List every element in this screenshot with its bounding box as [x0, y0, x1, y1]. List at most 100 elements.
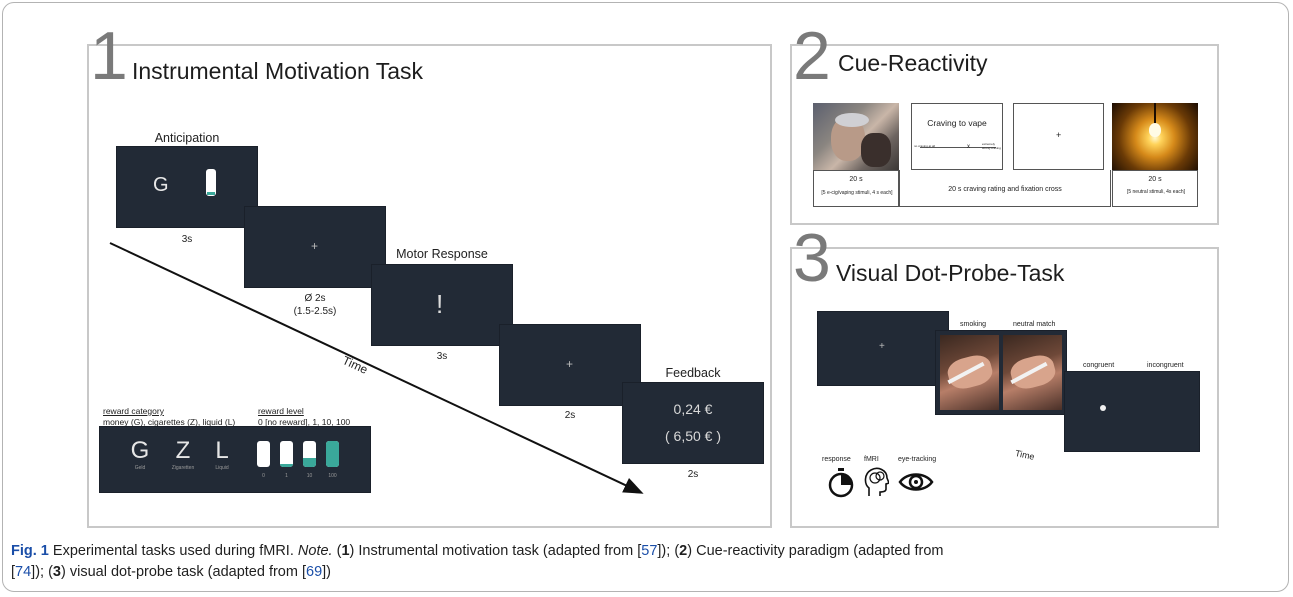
cue-right-duration: 20 s — [1148, 176, 1162, 183]
panel3-title: Visual Dot-Probe-Task — [836, 260, 1065, 286]
dotprobe-stimulus-screen — [936, 331, 1066, 414]
caption-text: ]); ( — [31, 564, 53, 580]
caption-text: ) Instrumental motivation task (adapted … — [349, 543, 642, 559]
craving-rating-title: Craving to vape — [927, 118, 987, 128]
reward-level-10 — [303, 441, 316, 467]
caption-fig-label: Fig. 1 — [11, 543, 49, 559]
reward-level-title: reward level — [258, 406, 304, 416]
cue-mid-bracket: 20 s craving rating and fixation cross — [899, 170, 1111, 207]
stopwatch-icon — [828, 468, 854, 498]
reward-level-label: 0 — [262, 473, 265, 479]
reward-level-fill — [303, 457, 316, 467]
figure-caption: Fig. 1 Experimental tasks used during fM… — [11, 541, 1281, 583]
anticipation-bar — [206, 169, 216, 196]
reward-level-desc: 0 [no reward], 1, 10, 100 — [258, 417, 351, 427]
caption-text: ) visual dot-probe task (adapted from [ — [61, 564, 307, 580]
caption-number: 2 — [679, 543, 688, 559]
caption-text: ( — [332, 543, 342, 559]
reward-level-label: 10 — [306, 473, 313, 479]
cue-left-duration: 20 s — [849, 176, 863, 183]
fixation2-screen: + — [500, 325, 640, 405]
reward-category-desc: money (G), cigarettes (Z), liquid (L) — [103, 417, 236, 427]
craving-scale-marker: x — [967, 144, 970, 150]
feedback-value: 0,24 € — [673, 401, 713, 417]
reward-category-title: reward category — [103, 406, 164, 416]
cue-fixation-cross: + — [1056, 130, 1062, 140]
panel1-title: Instrumental Motivation Task — [132, 58, 424, 84]
reference-link-69[interactable]: 69 — [306, 564, 323, 580]
smoking-photo — [940, 335, 999, 410]
cue-left-duration-box: 20 s [5 e-cig/vaping stimuli, 4 s each] — [813, 170, 899, 207]
response-label: response — [822, 456, 851, 463]
feedback-screen: 0,24 € ( 6,50 € ) — [623, 383, 763, 463]
anticipation-duration: 3s — [181, 234, 193, 245]
reward-level-1 — [280, 441, 293, 467]
fixation-range: (1.5-2.5s) — [293, 306, 337, 317]
caption-text: ]) — [322, 564, 332, 580]
letter-g-sub: Geld — [134, 465, 146, 471]
probe-dot — [1100, 405, 1106, 411]
feedback-label: Feedback — [665, 366, 721, 380]
anticipation-screen: G — [117, 147, 257, 227]
feedback-total: ( 6,50 € ) — [664, 428, 722, 444]
fixation-duration: Ø 2s — [304, 293, 326, 304]
dotprobe-fixation-screen: + — [818, 312, 948, 385]
panel2-number: 2 — [793, 18, 831, 94]
incongruent-label: incongruent — [1147, 362, 1184, 369]
panel1-number: 1 — [90, 18, 128, 94]
eye-icon — [898, 473, 934, 491]
smoking-label: smoking — [960, 321, 987, 328]
craving-scale-right: extremely strong craving — [982, 142, 1001, 150]
legend-letter-g: G Geld — [125, 437, 155, 471]
legend-letter-z: Z Zigaretten — [163, 437, 203, 471]
reward-level-label: 1 — [285, 473, 288, 479]
craving-scale-left: no craving at all — [914, 144, 936, 148]
panel3-number: 3 — [793, 220, 831, 296]
reward-level-fill — [280, 464, 293, 467]
letter-l: L — [215, 437, 229, 464]
dotprobe-fixation-cross: + — [879, 341, 885, 352]
cue-right-desc: [5 neutral stimuli, 4s each] — [1126, 189, 1186, 195]
letter-g: G — [130, 437, 150, 464]
caption-text: Experimental tasks used during fMRI. — [48, 543, 298, 559]
reward-level-100 — [326, 441, 339, 467]
reference-link-57[interactable]: 57 — [641, 543, 658, 559]
fixation2-cross: + — [566, 357, 574, 371]
fixation-cross: + — [311, 239, 319, 253]
caption-text: ) Cue-reactivity paradigm (adapted from — [687, 543, 944, 559]
caption-text: [ — [11, 564, 16, 580]
letter-l-sub: Liquid — [215, 465, 229, 471]
eye-tracking-label: eye-tracking — [898, 456, 937, 463]
anticipation-bar-fill — [207, 192, 215, 195]
neutral-match-photo — [1003, 335, 1062, 410]
motor-response-screen: ! — [372, 265, 512, 345]
motor-duration: 3s — [436, 351, 448, 362]
feedback-duration: 2s — [687, 469, 699, 480]
fixation2-duration: 2s — [564, 410, 576, 421]
reference-link-74[interactable]: 74 — [15, 564, 32, 580]
letter-z: Z — [175, 437, 191, 464]
caption-number: 1 — [341, 543, 350, 559]
legend-letter-l: L Liquid — [207, 437, 237, 471]
caption-number: 3 — [52, 564, 61, 580]
craving-scale-line — [920, 147, 996, 148]
dotprobe-probe-screen — [1065, 372, 1199, 451]
cue-fixation-screen: + — [1013, 103, 1104, 170]
neutral-match-label: neutral match — [1013, 321, 1056, 328]
anticipation-letter: G — [153, 174, 169, 196]
reward-level-fill — [326, 441, 339, 467]
motor-response-label: Motor Response — [396, 247, 488, 261]
motor-exclamation: ! — [436, 289, 444, 319]
congruent-label: congruent — [1083, 362, 1115, 369]
light-bulb-photo — [1112, 103, 1198, 170]
cue-left-desc: [5 e-cig/vaping stimuli, 4 s each] — [821, 190, 893, 196]
cue-mid-desc: 20 s craving rating and fixation cross — [948, 186, 1062, 193]
cue-right-duration-box: 20 s [5 neutral stimuli, 4s each] — [1112, 170, 1198, 207]
caption-note: Note. — [297, 543, 333, 559]
fixation-screen: + — [245, 207, 385, 287]
anticipation-label: Anticipation — [154, 131, 220, 145]
panel2-title: Cue-Reactivity — [838, 50, 988, 76]
caption-text: ]); ( — [657, 543, 680, 559]
